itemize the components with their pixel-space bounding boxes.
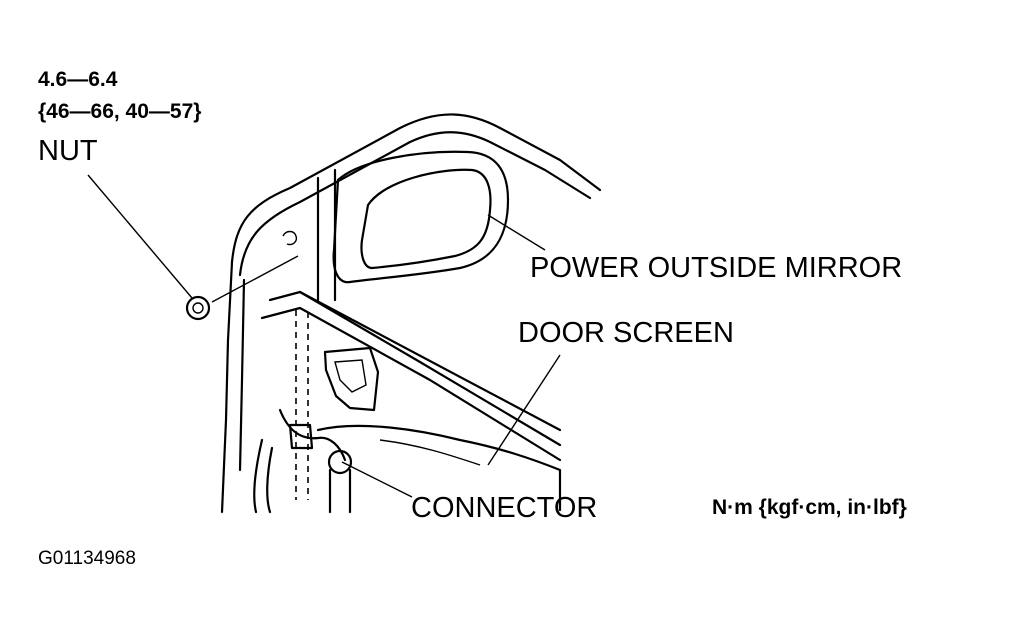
door-body-inner-left [238, 278, 246, 472]
door-belt-line-2 [260, 306, 562, 462]
door-frame-outline [230, 113, 602, 264]
nut-leader [87, 174, 193, 299]
harness-wire [278, 408, 347, 462]
harness-lower-2 [266, 446, 274, 514]
door-screen-fold [379, 439, 481, 466]
mirror-leader [487, 214, 546, 251]
connector-leader [341, 461, 413, 498]
nut-label: NUT [38, 135, 98, 167]
mount-bracket-inner [334, 359, 367, 393]
door-screen-label: DOOR SCREEN [518, 317, 734, 349]
door-screen-leader [487, 354, 561, 466]
door-frame-inner [238, 131, 592, 277]
connector-stem [328, 468, 352, 514]
connector-label: CONNECTOR [411, 492, 598, 524]
connector-plug [288, 423, 314, 450]
door-belt-line [268, 290, 562, 447]
connector-body [327, 449, 353, 475]
harness-lower [253, 438, 264, 514]
mirror-housing [332, 150, 510, 284]
nut-to-mount-arrow [211, 255, 299, 303]
nut-icon [185, 295, 211, 321]
door-screen-sheet [316, 424, 562, 512]
figure-code: G01134968 [38, 548, 136, 569]
mirror-label: POWER OUTSIDE MIRROR [530, 252, 903, 284]
units-legend: N·m {kgf·cm, in·lbf} [712, 496, 907, 519]
door-body-left-edge [220, 260, 234, 514]
torque-spec-alt: {46—66, 40—57} [38, 100, 202, 123]
mount-hole [282, 230, 298, 246]
mount-bracket [323, 346, 380, 412]
mirror-glass [360, 168, 492, 270]
torque-spec-nm: 4.6—6.4 [38, 68, 118, 91]
door-trim-edge [298, 290, 562, 432]
